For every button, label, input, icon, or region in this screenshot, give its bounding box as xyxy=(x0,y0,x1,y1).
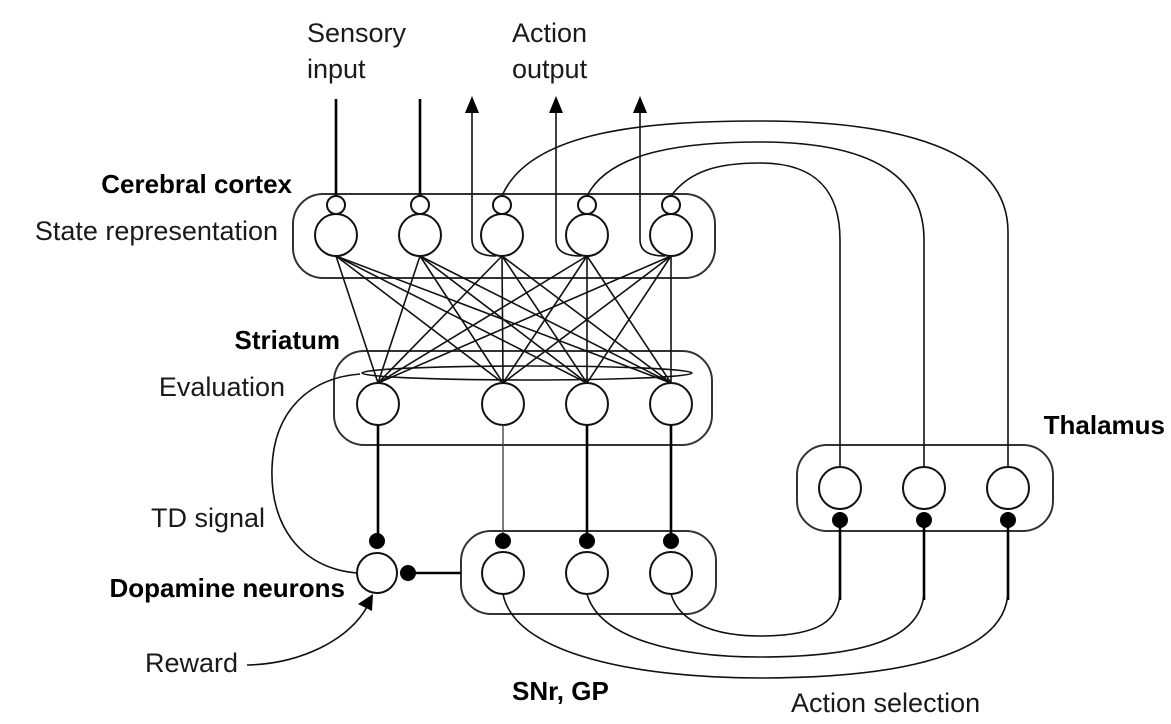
dopamine-neurons-label: Dopamine neurons xyxy=(110,573,345,603)
striatum-neuron-4 xyxy=(649,382,693,426)
snr-gp-label: SNr, GP xyxy=(512,676,609,706)
cortex-5-striatum-3-link xyxy=(586,255,672,384)
snr-neuron-1 xyxy=(481,551,525,595)
thalamus-neuron-1 xyxy=(818,466,862,510)
action-output-label-line1: Action xyxy=(512,18,587,48)
cortex-2-striatum-3-link xyxy=(419,255,588,384)
cortex-1-striatum-2-link xyxy=(335,255,504,384)
thalamus-synapse-2 xyxy=(916,512,932,528)
action-output-arrow-2-icon xyxy=(549,96,563,113)
sensory-input-label-line1: Sensory xyxy=(307,18,407,48)
action-output-arrow-3-icon xyxy=(633,96,647,113)
thalamus-label: Thalamus xyxy=(1044,410,1165,440)
cortex-thalamus-arc-2 xyxy=(586,141,925,468)
cortex-neuron-3 xyxy=(480,195,524,257)
cortex-3-striatum-2-link xyxy=(501,255,504,384)
dopamine-input-synapse xyxy=(369,533,385,549)
cortex-2-striatum-2-link xyxy=(419,255,504,384)
td-signal-label: TD signal xyxy=(151,503,265,533)
snr-synapse-1 xyxy=(495,533,511,549)
reward-label: Reward xyxy=(145,648,238,678)
cortex-neuron-1 xyxy=(314,195,358,257)
dopamine-output-synapse xyxy=(400,565,416,581)
reward-arrow-icon xyxy=(358,594,373,611)
cortex-5-striatum-2-link xyxy=(502,255,672,384)
cerebral-cortex-label: Cerebral cortex xyxy=(101,169,292,199)
action-output-line-3 xyxy=(639,110,666,257)
state-representation-label: State representation xyxy=(35,216,278,246)
cortex-3-striatum-1-link xyxy=(377,255,503,384)
snr-thalamus-arc-1 xyxy=(670,528,841,637)
cortex-thalamus-arc-1 xyxy=(670,162,841,468)
evaluation-label: Evaluation xyxy=(159,372,285,402)
reward-arrow-line xyxy=(246,604,369,666)
thalamus-neuron-3 xyxy=(986,466,1030,510)
cortex-2-striatum-1-link xyxy=(377,255,421,384)
striatum-label: Striatum xyxy=(235,325,340,355)
dopamine-neuron xyxy=(356,552,398,594)
cortex-region-box xyxy=(292,193,716,279)
action-output-label-line2: output xyxy=(512,54,588,84)
snr-neuron-2 xyxy=(565,551,609,595)
snr-thalamus-arc-3 xyxy=(502,528,1009,679)
action-output-line-2 xyxy=(555,110,582,257)
thalamus-synapse-3 xyxy=(1000,512,1016,528)
thalamus-synapse-1 xyxy=(832,512,848,528)
td-signal-loop xyxy=(271,373,361,574)
action-output-line-1 xyxy=(471,110,497,257)
cortex-thalamus-arc-3 xyxy=(501,120,1009,468)
cortex-striatum-connections xyxy=(335,255,672,384)
snr-neuron-3 xyxy=(649,551,693,595)
snr-synapse-2 xyxy=(579,533,595,549)
snr-thalamus-arc-2 xyxy=(586,528,925,658)
striatum-neuron-3 xyxy=(565,382,609,426)
cortex-5-striatum-1-link xyxy=(377,255,672,384)
action-selection-label: Action selection xyxy=(791,688,980,718)
striatum-evaluation-ellipse xyxy=(361,365,693,381)
cortex-neuron-2 xyxy=(398,195,442,257)
cortex-4-striatum-2-link xyxy=(502,255,588,384)
cortex-4-striatum-1-link xyxy=(377,255,588,384)
sensory-input-label-line2: input xyxy=(307,54,366,84)
cortex-neuron-4 xyxy=(565,195,609,257)
thalamus-neuron-2 xyxy=(902,466,946,510)
cortex-neuron-5 xyxy=(649,195,693,257)
striatum-neuron-1 xyxy=(356,382,400,426)
snr-synapse-3 xyxy=(663,533,679,549)
striatum-neuron-2 xyxy=(481,382,525,426)
cortex-1-striatum-1-link xyxy=(335,255,379,384)
action-output-arrow-1-icon xyxy=(465,96,479,113)
